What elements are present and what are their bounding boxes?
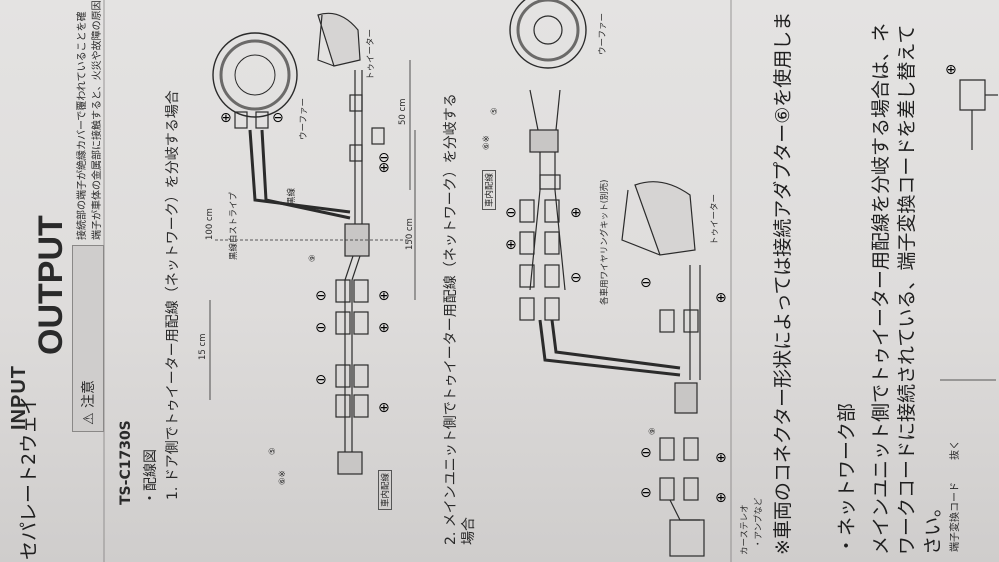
minus-symbol: ⊖: [640, 485, 652, 501]
terminal-sketch: [940, 79, 998, 381]
plus-symbol: ⊕: [378, 320, 390, 336]
network-text-line3: さい。: [922, 497, 944, 555]
woofer-speaker-2: [509, 0, 587, 69]
connector-note: ※車両のコネクター形状によっては接続アダプター⑥を使用しま: [772, 11, 794, 555]
callout-5-label: ⑤: [268, 447, 278, 455]
woofer-label-2: ウーファー: [598, 13, 608, 55]
black-wire-label: 黒線: [287, 187, 297, 205]
dim-150-label: 150 cm: [405, 218, 415, 250]
plus-symbol: ⊕: [220, 110, 232, 126]
plus-symbol: ⊕: [715, 290, 727, 306]
dim-100-label: 100 cm: [205, 208, 215, 240]
callout-6-label-2: ⑥※: [482, 135, 492, 150]
terminal-cord-label: 端子変換コード: [950, 482, 961, 552]
paper-fold-line: [730, 0, 732, 562]
caution-box: [72, 245, 104, 432]
car-stereo-label: カーステレオ: [740, 504, 750, 555]
minus-symbol: ⊖: [570, 270, 582, 286]
plus-symbol: ⊕: [378, 160, 390, 176]
minus-symbol: ⊖: [505, 205, 517, 221]
plus-symbol: ⊕: [570, 205, 582, 221]
tweeter-1: [317, 12, 361, 67]
tweeter-label-1: トゥイーター: [366, 28, 376, 80]
network-text-line2: ワークコードに接続されている、端子変換コードを差し替えて: [896, 24, 918, 555]
plus-symbol: ⊕: [378, 288, 390, 304]
paper-fold-line: [103, 0, 105, 562]
amp-label: ・アンプなど: [754, 497, 764, 548]
woofer-speaker-1: [212, 32, 298, 118]
tweeter-label-2: トゥイーター: [710, 193, 720, 245]
minus-symbol: ⊖: [640, 445, 652, 461]
plus-symbol: ⊕: [715, 450, 727, 466]
black-white-stripe-label: 黒線白ストライプ: [229, 191, 239, 260]
network-heading: ・ネットワーク部: [836, 402, 858, 555]
plus-symbol: ⊕: [945, 62, 957, 78]
tweeter-2: [621, 181, 696, 256]
vehicle-wiring-label-1: 車内配線: [378, 469, 392, 510]
pull-label: 抜く: [950, 440, 961, 460]
woofer-label-1: ウーファー: [299, 98, 309, 140]
callout-9-label: ⑨: [308, 254, 318, 262]
plus-symbol: ⊕: [378, 400, 390, 416]
dim-50-label: 50 cm: [398, 98, 408, 125]
minus-symbol: ⊖: [315, 320, 327, 336]
harness-2: [519, 89, 705, 557]
callout-6-label: ⑥※: [278, 470, 288, 485]
minus-symbol: ⊖: [315, 372, 327, 388]
dim-15-label: 15 cm: [198, 333, 208, 360]
minus-symbol: ⊖: [640, 275, 652, 291]
minus-symbol: ⊖: [315, 288, 327, 304]
network-text-line1: メインユニット側でトゥイーター用配線を分岐する場合は、ネ: [870, 22, 892, 555]
callout-5-label-2: ⑤: [490, 107, 500, 115]
plus-symbol: ⊕: [505, 237, 517, 253]
wiring-kit-label: 各車用ワイヤリングキット(別売): [600, 179, 610, 305]
harness-1: [209, 60, 416, 475]
minus-symbol: ⊖: [378, 150, 390, 166]
plus-symbol: ⊕: [715, 490, 727, 506]
minus-symbol: ⊖: [272, 110, 284, 126]
callout-9-label-2: ⑨: [648, 427, 658, 435]
vehicle-wiring-label-2: 車内配線: [482, 169, 496, 210]
